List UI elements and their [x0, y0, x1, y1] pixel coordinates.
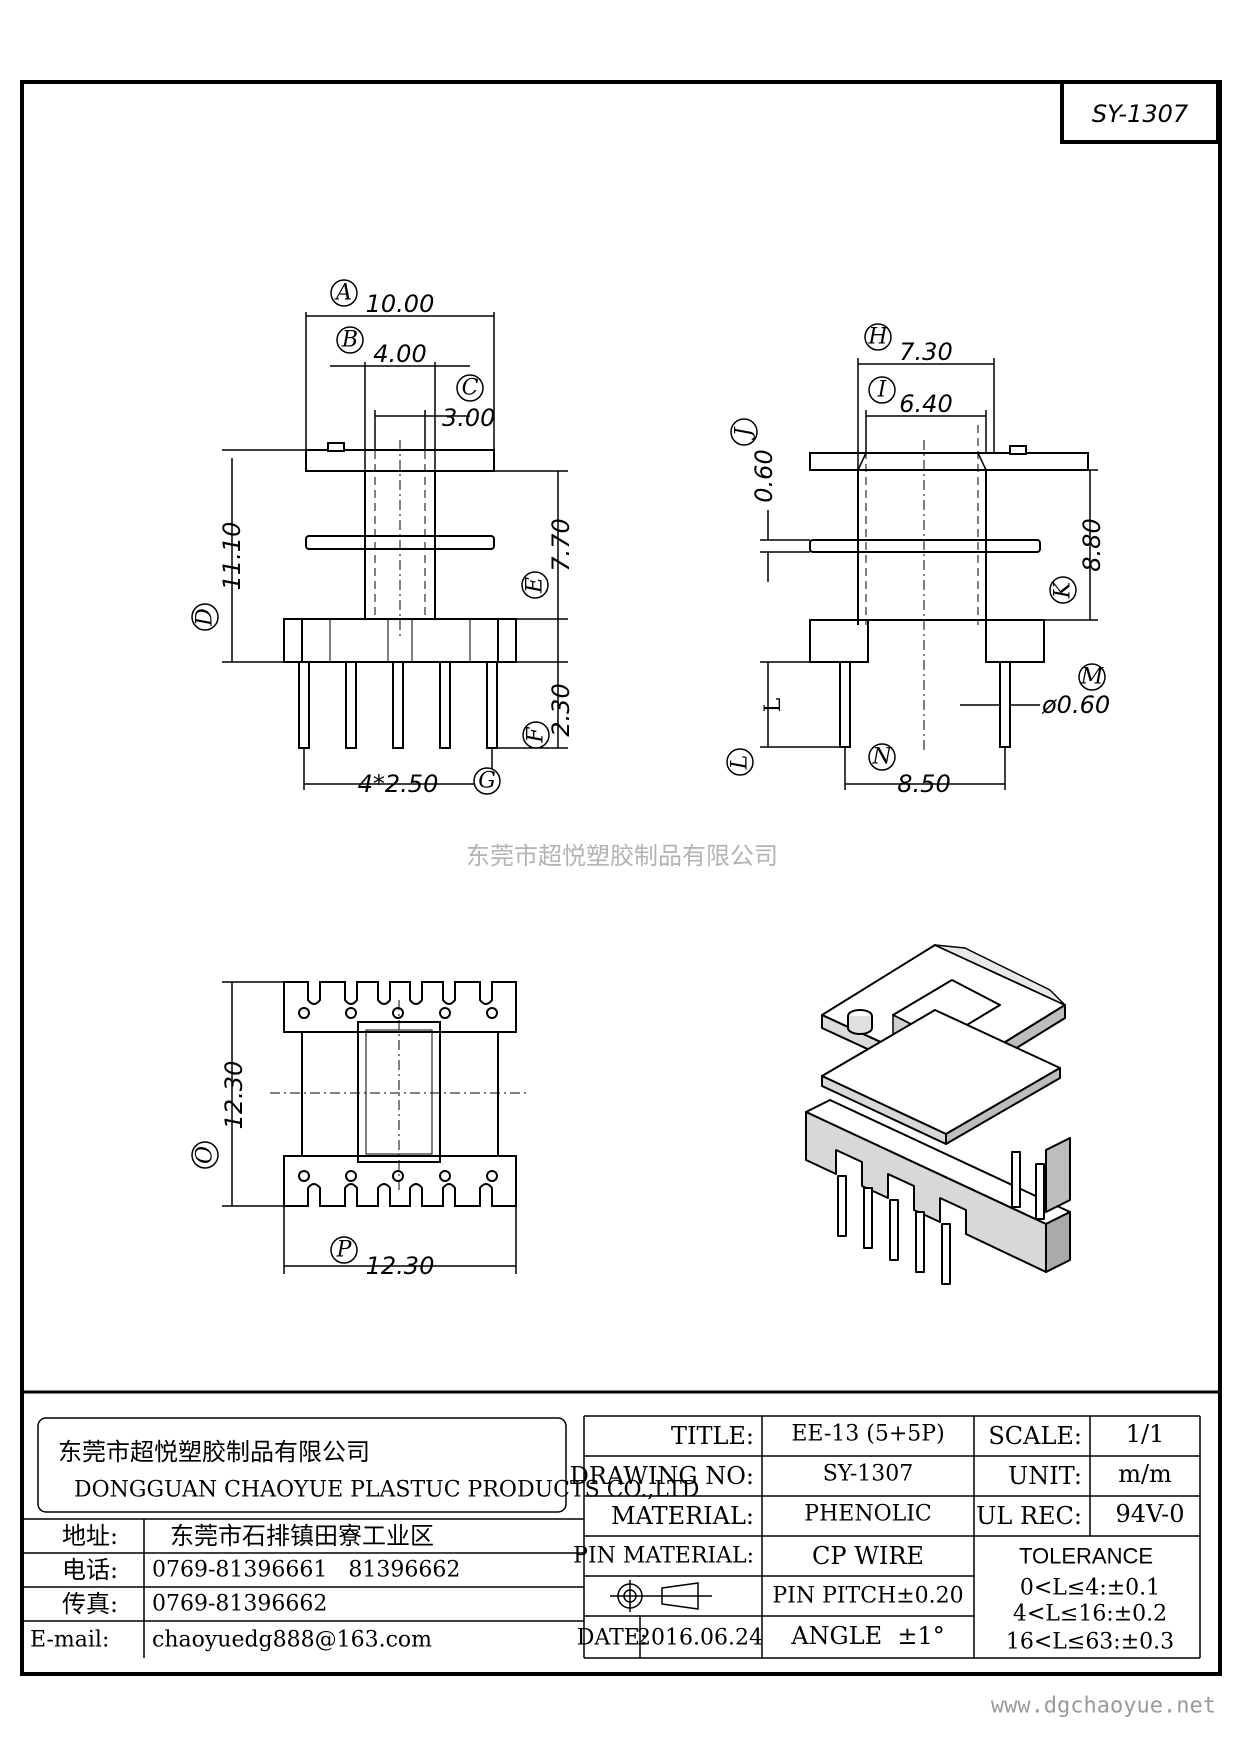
- bottom-view: [270, 981, 530, 1207]
- label-a: A: [334, 281, 352, 306]
- label-j: J: [732, 426, 757, 440]
- sheet-border: [20, 80, 1222, 1676]
- title-label: TITLE:: [671, 1422, 754, 1450]
- label-p: P: [336, 1238, 353, 1263]
- front-view-labels: A 10.00 B 4.00 C 3.00 D 11.10 E 7.70 F 2…: [191, 279, 575, 798]
- dim-i-value: 6.40: [899, 390, 952, 418]
- dim-h-value: 7.30: [899, 338, 952, 366]
- label-i: I: [877, 378, 888, 403]
- label-k: K: [1051, 580, 1076, 599]
- pin-material-value: CP WIRE: [812, 1542, 924, 1570]
- title-block-lines: [22, 1390, 1220, 1659]
- company-name-en: DONGGUAN CHAOYUE PLASTUC PRODUCTS CO.,LT…: [74, 1478, 699, 1503]
- dim-f-value: 2.30: [547, 683, 575, 736]
- label-f: F: [524, 727, 549, 744]
- projection-symbol-icon: [610, 1580, 712, 1612]
- date-value: 2016.06.24: [637, 1626, 763, 1651]
- website-url[interactable]: www.dgchaoyue.net: [991, 1694, 1216, 1719]
- bottom-view-labels: O 12.30 P 12.30: [191, 1061, 435, 1280]
- ul-rec-label: UL REC:: [976, 1502, 1082, 1530]
- dim-g-value: 4*2.50: [358, 770, 439, 798]
- part-number: SY-1307: [1092, 100, 1189, 128]
- tolerance-row-1: 0<L≤4:±0.1: [1020, 1576, 1160, 1601]
- scale-value: 1/1: [1126, 1420, 1165, 1448]
- tolerance-row-2: 4<L≤16:±0.2: [1013, 1602, 1167, 1627]
- label-n: N: [871, 745, 892, 770]
- dim-e-value: 7.70: [547, 518, 575, 571]
- email-label: E-mail:: [30, 1628, 109, 1653]
- side-view-dimensions: [760, 358, 1098, 790]
- title-value: EE-13 (5+5P): [791, 1422, 944, 1447]
- pin-pitch-value: PIN PITCH±0.20: [772, 1584, 963, 1609]
- label-h: H: [867, 325, 888, 350]
- pin-material-label: PIN MATERIAL:: [573, 1544, 754, 1569]
- dim-c-value: 3.00: [442, 404, 495, 432]
- phone-value: 0769-81396661 81396662: [152, 1558, 460, 1583]
- date-label: DATE:: [577, 1626, 647, 1651]
- label-e: E: [523, 577, 548, 594]
- label-l: L: [728, 755, 753, 771]
- label-d: D: [193, 608, 218, 627]
- address-label: 地址:: [62, 1522, 118, 1550]
- tolerance-row-3: 16<L≤63:±0.3: [1006, 1630, 1174, 1655]
- bottom-view-dimensions: [222, 981, 517, 1274]
- unit-label: UNIT:: [1008, 1462, 1082, 1490]
- side-view-labels: H 7.30 I 6.40 J 0.60 K 8.80 L L M ø0.60 …: [726, 323, 1110, 798]
- tolerance-label: TOLERANCE: [1019, 1544, 1153, 1569]
- dim-m-value: ø0.60: [1041, 691, 1110, 719]
- title-block-text: 东莞市超悦塑胶制品有限公司 DONGGUAN CHAOYUE PLASTUC P…: [30, 1420, 1185, 1655]
- email-value: chaoyuedg888@163.com: [152, 1628, 432, 1653]
- dim-n-value: 8.50: [897, 770, 950, 798]
- drawing-no-value: SY-1307: [823, 1462, 914, 1487]
- dim-k-value: 8.80: [1078, 518, 1106, 571]
- dim-o-value: 12.30: [220, 1061, 248, 1130]
- label-c: C: [462, 376, 479, 401]
- front-view: [283, 425, 517, 749]
- fax-label: 传真:: [62, 1590, 118, 1618]
- label-g: G: [478, 769, 496, 794]
- drawing-no-label: DRAWING NO:: [570, 1462, 754, 1490]
- dim-p-value: 12.30: [366, 1252, 435, 1280]
- address-value: 东莞市石排镇田寮工业区: [170, 1522, 434, 1550]
- material-value: PHENOLIC: [804, 1502, 931, 1527]
- fax-value: 0769-81396662: [152, 1592, 327, 1617]
- dim-j-value: 0.60: [750, 449, 778, 502]
- front-view-dimensions: [222, 312, 568, 790]
- unit-value: m/m: [1118, 1460, 1172, 1488]
- ul-rec-value: 94V-0: [1115, 1500, 1184, 1528]
- dim-l-value: L: [761, 697, 786, 712]
- part-number-box: SY-1307: [1060, 80, 1220, 144]
- watermark: 东莞市超悦塑胶制品有限公司: [466, 842, 778, 870]
- isometric-view: [805, 944, 1071, 1285]
- label-o: O: [193, 1146, 218, 1164]
- dim-a-value: 10.00: [366, 290, 435, 318]
- label-m: M: [1080, 665, 1104, 690]
- phone-label: 电话:: [62, 1556, 118, 1584]
- company-name-cn: 东莞市超悦塑胶制品有限公司: [58, 1438, 370, 1466]
- dim-b-value: 4.00: [373, 340, 426, 368]
- label-b: B: [341, 328, 358, 353]
- angle-value: ANGLE ±1°: [790, 1622, 945, 1650]
- scale-label: SCALE:: [988, 1422, 1082, 1450]
- dim-d-value: 11.10: [218, 522, 246, 591]
- material-label: MATERIAL:: [611, 1502, 754, 1530]
